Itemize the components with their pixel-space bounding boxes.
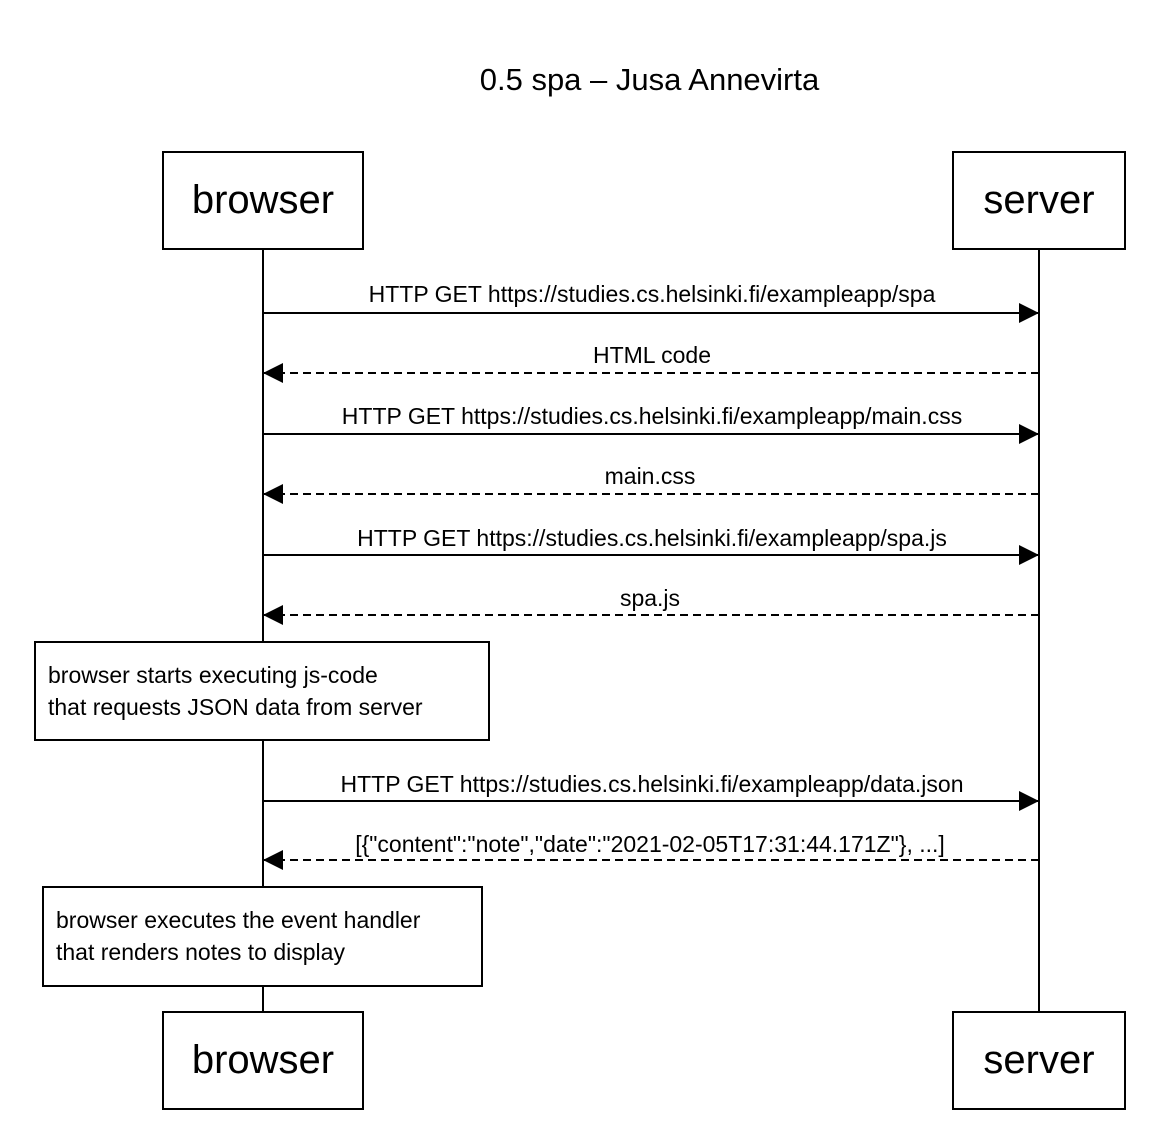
- message-label: HTTP GET https://studies.cs.helsinki.fi/…: [340, 771, 964, 797]
- message-label: HTTP GET https://studies.cs.helsinki.fi/…: [357, 525, 947, 551]
- note-line: browser executes the event handler: [56, 907, 421, 933]
- message-label: HTML code: [592, 342, 712, 368]
- message-label: HTTP GET https://studies.cs.helsinki.fi/…: [368, 281, 936, 307]
- message-label: spa.js: [619, 585, 681, 611]
- note-executing-js: browser starts executing js-code that re…: [34, 641, 490, 741]
- note-line: that requests JSON data from server: [48, 694, 423, 720]
- message-label: HTTP GET https://studies.cs.helsinki.fi/…: [341, 403, 963, 429]
- note-line: browser starts executing js-code: [48, 662, 378, 688]
- browser-actor-top: browser: [162, 151, 364, 250]
- browser-actor-bottom: browser: [162, 1011, 364, 1110]
- message-label: [{"content":"note","date":"2021-02-05T17…: [355, 831, 945, 857]
- note-event-handler: browser executes the event handler that …: [42, 886, 483, 987]
- server-actor-top: server: [952, 151, 1126, 250]
- note-line: that renders notes to display: [56, 939, 345, 965]
- server-actor-bottom: server: [952, 1011, 1126, 1110]
- diagram-title: 0.5 spa – Jusa Annevirta: [479, 62, 820, 97]
- message-label: main.css: [604, 463, 696, 489]
